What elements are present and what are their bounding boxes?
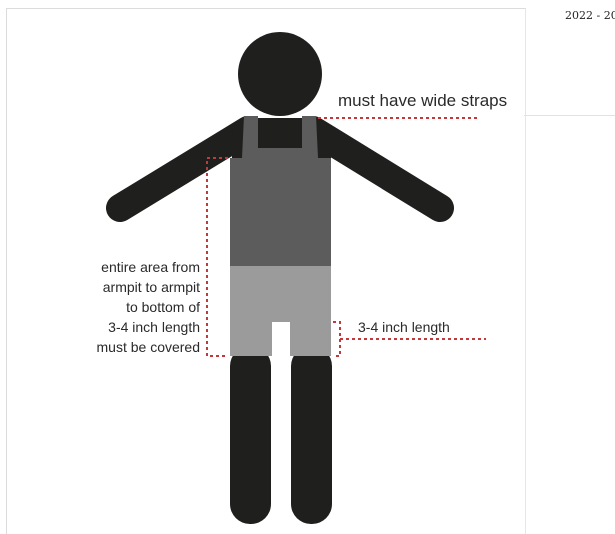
coverage-line: to bottom of	[126, 299, 200, 315]
shorts-shape	[230, 266, 331, 356]
coverage-line: armpit to armpit	[103, 279, 200, 295]
left-arm-shape	[120, 130, 248, 208]
right-leg-shape	[291, 346, 332, 524]
coverage-line: 3-4 inch length	[108, 319, 200, 335]
coverage-line: must be covered	[97, 339, 201, 355]
coverage-line: entire area from	[101, 259, 200, 275]
head-shape	[238, 32, 322, 116]
length-bracket	[333, 322, 340, 356]
right-arm-shape	[313, 130, 440, 208]
left-leg-shape	[230, 346, 271, 524]
length-label: 3-4 inch length	[358, 319, 450, 335]
straps-label: must have wide straps	[338, 91, 507, 110]
coverage-guide	[207, 158, 228, 356]
